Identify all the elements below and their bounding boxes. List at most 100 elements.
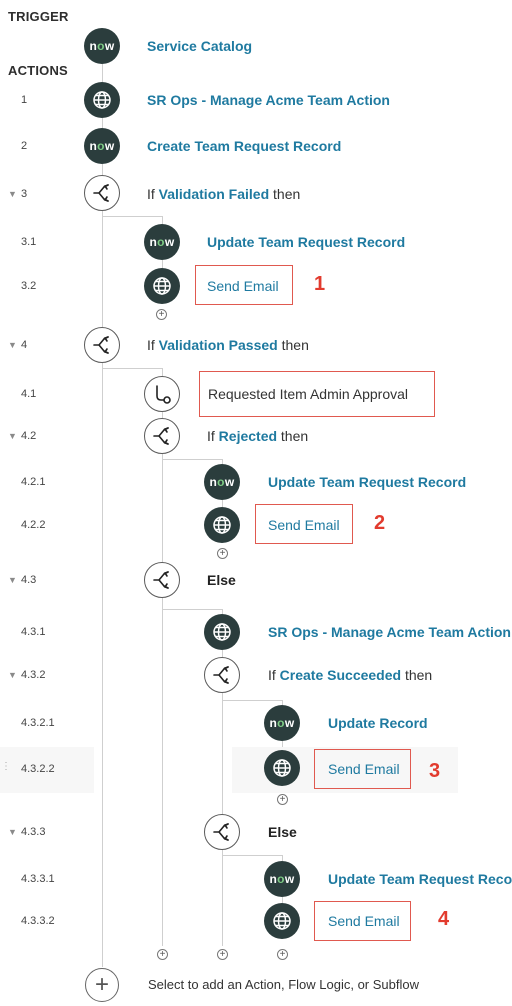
annotation-marker: 1: [314, 273, 326, 295]
connector-line: [102, 118, 103, 128]
step-number: 4.3: [21, 574, 37, 586]
connector-line: [222, 459, 223, 464]
connector-line: [222, 500, 223, 507]
step-number: 4.3.2.2: [21, 763, 55, 775]
action-sr-ops-link[interactable]: SR Ops - Manage Acme Team Action: [147, 92, 390, 108]
add-action-plus-icon[interactable]: +: [85, 968, 119, 1002]
if-condition-label[interactable]: If Rejected then: [207, 428, 309, 444]
actions-heading: ACTIONS: [8, 63, 68, 78]
annotation-marker: 2: [374, 512, 386, 534]
action-update-team-request-link[interactable]: Update Team Request Record: [207, 234, 406, 250]
trigger-heading: TRIGGER: [8, 9, 69, 24]
action-send-email-link[interactable]: Send Email: [207, 278, 279, 294]
step-number: 3.2: [21, 280, 37, 292]
step-number: 4.3.3.2: [21, 915, 55, 927]
action-sr-ops-link[interactable]: SR Ops - Manage Acme Team Action: [268, 624, 511, 640]
globe-icon[interactable]: [264, 903, 300, 939]
connector-line: [162, 454, 163, 562]
servicenow-logo-icon[interactable]: now: [144, 224, 180, 260]
connector-line: [102, 64, 103, 82]
annotation-marker: 3: [429, 760, 441, 782]
globe-icon[interactable]: [204, 614, 240, 650]
trigger-service-catalog-link[interactable]: Service Catalog: [147, 38, 253, 54]
step-number: 4.2: [21, 430, 37, 442]
globe-icon[interactable]: [144, 268, 180, 304]
flow-logic-branch-icon[interactable]: [144, 562, 180, 598]
flow-logic-branch-icon[interactable]: [204, 814, 240, 850]
globe-icon[interactable]: [204, 507, 240, 543]
step-number: 3.1: [21, 236, 37, 248]
action-create-team-request-link[interactable]: Create Team Request Record: [147, 138, 342, 154]
action-send-email-link[interactable]: Send Email: [328, 761, 400, 777]
drag-handle-icon[interactable]: ⋮: [1, 761, 11, 772]
connector-line: [222, 609, 223, 614]
step-number: 2: [21, 140, 28, 152]
branch-line: [222, 855, 282, 856]
flow-logic-branch-icon[interactable]: [144, 418, 180, 454]
add-step-plus-icon[interactable]: +: [156, 309, 167, 320]
step-number: 3: [21, 188, 28, 200]
if-condition-label[interactable]: If Create Succeeded then: [268, 667, 433, 683]
collapse-caret-icon[interactable]: ▼: [8, 431, 17, 441]
connector-line: [222, 850, 223, 946]
connector-line: [162, 412, 163, 418]
collapse-caret-icon[interactable]: ▼: [8, 189, 17, 199]
action-update-record-link[interactable]: Update Record: [328, 715, 428, 731]
connector-line: [282, 700, 283, 705]
servicenow-logo-icon[interactable]: now: [84, 128, 120, 164]
connector-line: [102, 211, 103, 327]
connector-line: [102, 164, 103, 175]
add-action-flow-logic-subflow-text[interactable]: Select to add an Action, Flow Logic, or …: [148, 977, 419, 992]
collapse-caret-icon[interactable]: ▼: [8, 575, 17, 585]
collapse-caret-icon[interactable]: ▼: [8, 340, 17, 350]
if-condition-label[interactable]: If Validation Failed then: [147, 186, 301, 202]
add-step-plus-icon[interactable]: +: [277, 949, 288, 960]
connector-line: [162, 598, 163, 946]
if-condition-label[interactable]: If Validation Passed then: [147, 337, 309, 353]
branch-line: [102, 368, 162, 369]
connector-line: [162, 216, 163, 224]
flow-logic-branch-icon[interactable]: [84, 175, 120, 211]
action-send-email-link[interactable]: Send Email: [268, 517, 340, 533]
connector-line: [102, 363, 103, 967]
add-step-plus-icon[interactable]: +: [277, 794, 288, 805]
add-step-plus-icon[interactable]: +: [217, 949, 228, 960]
servicenow-logo-icon[interactable]: now: [264, 705, 300, 741]
servicenow-logo-icon[interactable]: now: [264, 861, 300, 897]
step-number: 4: [21, 339, 28, 351]
highlight-box: [314, 901, 411, 941]
collapse-caret-icon[interactable]: ▼: [8, 670, 17, 680]
step-number: 1: [21, 94, 28, 106]
flow-logic-branch-icon[interactable]: [204, 657, 240, 693]
highlight-box: [255, 504, 353, 544]
add-step-plus-icon[interactable]: +: [217, 548, 228, 559]
step-number: 4.2.2: [21, 519, 46, 531]
connector-line: [282, 741, 283, 750]
globe-icon[interactable]: [84, 82, 120, 118]
action-send-email-link[interactable]: Send Email: [328, 913, 400, 929]
step-number: 4.2.1: [21, 476, 46, 488]
action-update-team-request-link[interactable]: Update Team Request Record: [328, 871, 512, 887]
connector-line: [222, 650, 223, 657]
highlight-box: [195, 265, 293, 305]
add-step-plus-icon[interactable]: +: [157, 949, 168, 960]
connector-line: [282, 855, 283, 861]
flow-logic-branch-icon[interactable]: [84, 327, 120, 363]
step-number: 4.3.2.1: [21, 717, 55, 729]
connector-line: [222, 693, 223, 814]
collapse-caret-icon[interactable]: ▼: [8, 827, 17, 837]
connector-line: [282, 897, 283, 903]
step-number: 4.3.3.1: [21, 873, 55, 885]
annotation-marker: 4: [438, 908, 450, 930]
servicenow-logo-icon[interactable]: now: [84, 28, 120, 64]
action-update-team-request-link[interactable]: Update Team Request Record: [268, 474, 467, 490]
action-approval-label[interactable]: Requested Item Admin Approval: [208, 386, 409, 402]
branch-line: [162, 459, 222, 460]
else-label[interactable]: Else: [268, 824, 297, 840]
servicenow-logo-icon[interactable]: now: [204, 464, 240, 500]
approval-icon[interactable]: [144, 376, 180, 412]
globe-icon[interactable]: [264, 750, 300, 786]
branch-line: [222, 700, 282, 701]
step-number: 4.3.1: [21, 626, 46, 638]
else-label[interactable]: Else: [207, 572, 236, 588]
